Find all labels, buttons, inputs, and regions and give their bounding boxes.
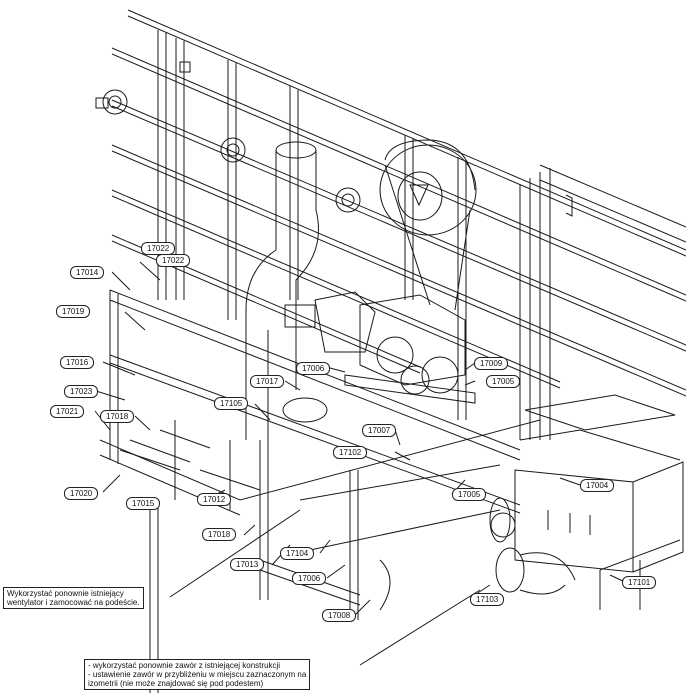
label-17102: 17102	[333, 446, 368, 459]
label-17020: 17020	[64, 487, 99, 500]
label-17014: 17014	[70, 266, 105, 279]
label-17105: 17105	[214, 397, 249, 410]
label-17019: 17019	[56, 305, 91, 318]
fan-note-line-2: wentylator i zamocować na podeście.	[7, 598, 140, 607]
label-17022-b: 17022	[156, 254, 191, 267]
fan-note-line-1: Wykorzystać ponownie istniejący	[7, 589, 124, 598]
valve-note-line-2: - ustawienie zawór w przybliżeniu w miej…	[88, 670, 307, 679]
label-17012: 17012	[197, 493, 232, 506]
valve-note-line-1: - wykorzystać ponownie zawór z istniejąc…	[88, 661, 281, 670]
label-17013: 17013	[230, 558, 265, 571]
label-17006-a: 17006	[296, 362, 331, 375]
leader-lines	[94, 261, 626, 666]
label-17017: 17017	[250, 375, 285, 388]
label-17018-b: 17018	[202, 528, 237, 541]
wall-port-circles	[95, 61, 573, 217]
valve-reuse-note: - wykorzystać ponownie zawór z istniejąc…	[84, 659, 311, 690]
fan-housing	[379, 139, 477, 311]
label-17101: 17101	[622, 576, 657, 589]
label-17004: 17004	[580, 479, 615, 492]
label-17023: 17023	[64, 385, 99, 398]
side-enclosure	[514, 394, 684, 610]
valve-note-line-3: izometrii (nie może znajdować się pod po…	[88, 679, 264, 688]
horizontal-duct	[299, 464, 576, 595]
label-17015: 17015	[126, 497, 161, 510]
label-17006-b: 17006	[292, 572, 327, 585]
label-17005-b: 17005	[452, 488, 487, 501]
label-17104: 17104	[280, 547, 315, 560]
label-17103: 17103	[470, 593, 505, 606]
label-17005-a: 17005	[486, 375, 521, 388]
label-17007: 17007	[362, 424, 397, 437]
label-17021: 17021	[50, 405, 85, 418]
label-17018-a: 17018	[100, 410, 135, 423]
label-17009: 17009	[474, 357, 509, 370]
motor-gearbox	[284, 291, 476, 404]
label-17016: 17016	[60, 356, 95, 369]
label-17008: 17008	[322, 609, 357, 622]
fan-reuse-note: Wykorzystać ponownie istniejący wentylat…	[3, 587, 144, 609]
